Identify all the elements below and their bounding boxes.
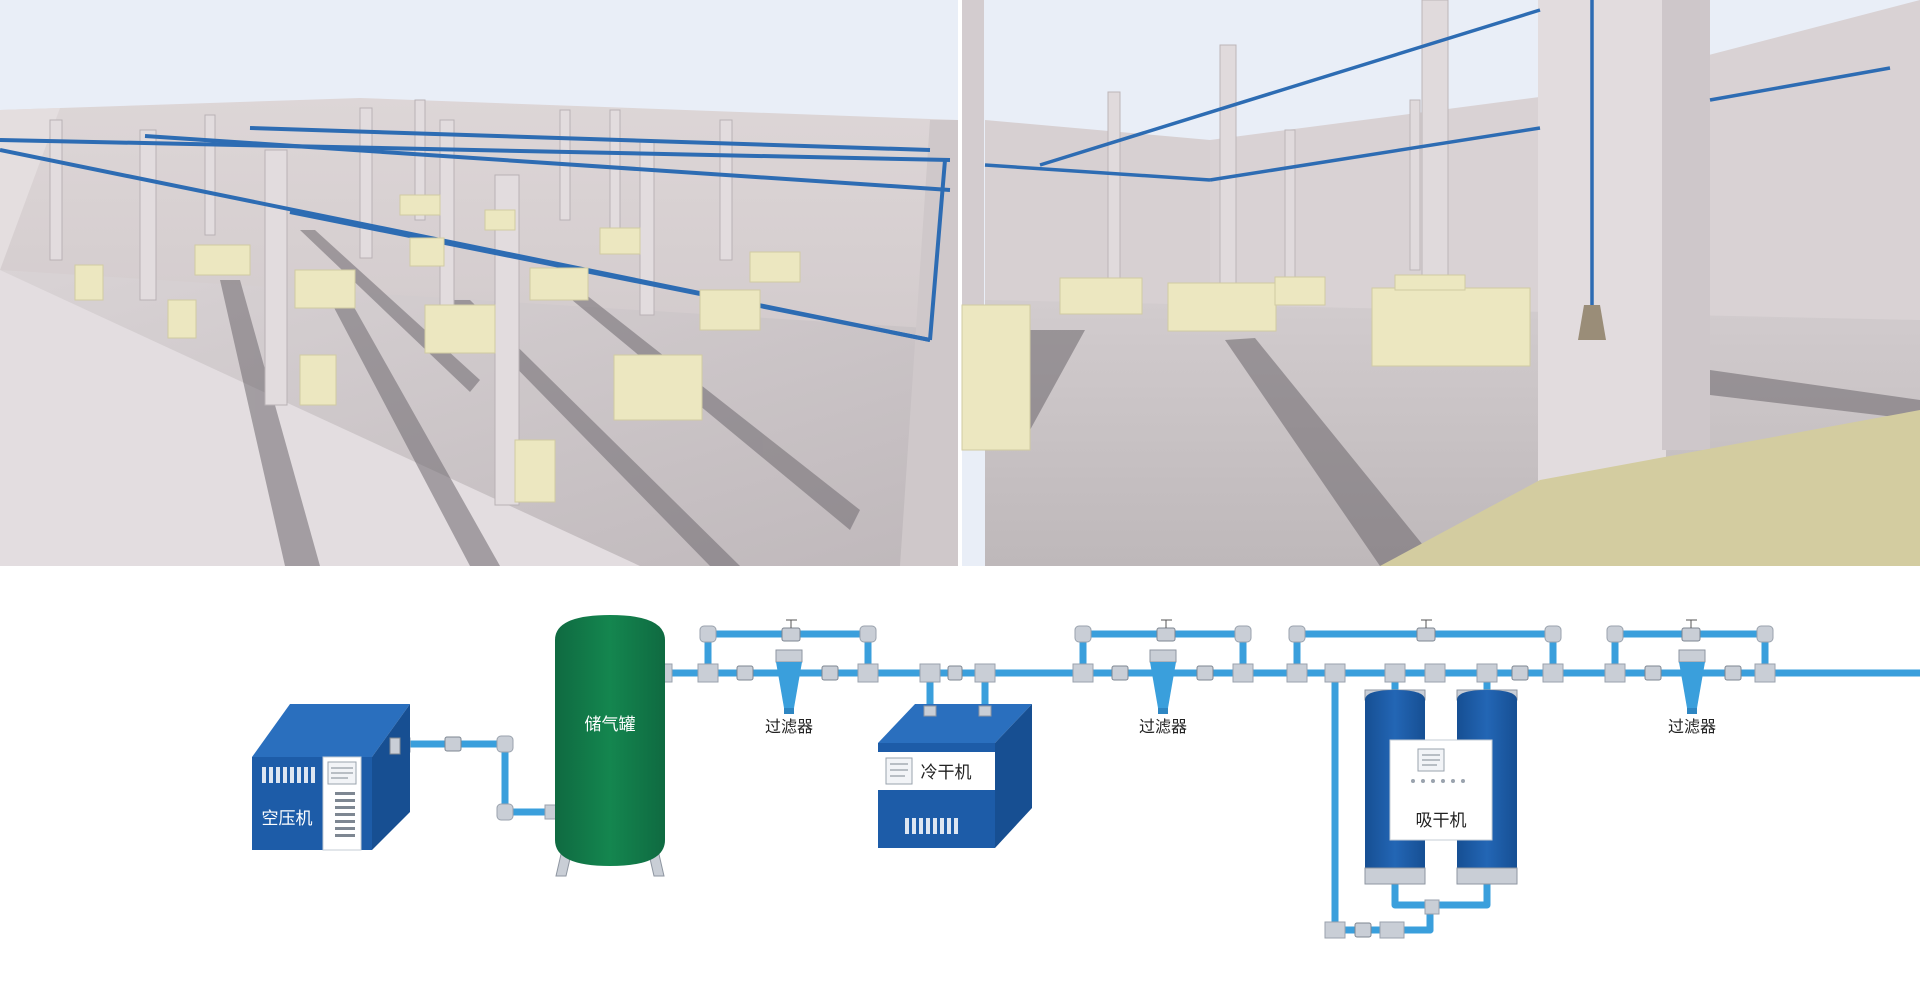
adsorption-dryer-label: 吸干机 bbox=[1416, 811, 1467, 831]
refrigerated-dryer[interactable]: 冷干机 bbox=[878, 704, 1032, 848]
valve-icon bbox=[444, 619, 1742, 938]
gauge-icon bbox=[1411, 779, 1465, 783]
pipe-system-diagram: 过滤器 过滤器 过滤器 bbox=[0, 566, 1920, 984]
filter-3-label: 过滤器 bbox=[1668, 717, 1716, 736]
air-storage-tank[interactable]: 储气罐 bbox=[555, 615, 665, 877]
filter-icon bbox=[1679, 662, 1705, 708]
filter-icon bbox=[1150, 662, 1176, 708]
filter-1-label: 过滤器 bbox=[765, 717, 813, 736]
control-panel-icon bbox=[890, 763, 908, 777]
render-left-warehouse bbox=[0, 0, 958, 566]
filter-2-label: 过滤器 bbox=[1139, 717, 1187, 736]
compressor-label: 空压机 bbox=[262, 809, 313, 829]
air-compressor[interactable]: 空压机 bbox=[252, 704, 410, 851]
tank-label: 储气罐 bbox=[585, 715, 636, 735]
refrigerated-dryer-label: 冷干机 bbox=[921, 763, 972, 783]
render-right-warehouse bbox=[961, 0, 1920, 566]
filter-3[interactable]: 过滤器 bbox=[1668, 649, 1716, 736]
filter-2[interactable]: 过滤器 bbox=[1139, 649, 1187, 736]
adsorption-dryer[interactable]: 吸干机 bbox=[1364, 689, 1518, 885]
filter-1[interactable]: 过滤器 bbox=[765, 649, 813, 736]
filter-icon bbox=[776, 662, 802, 708]
